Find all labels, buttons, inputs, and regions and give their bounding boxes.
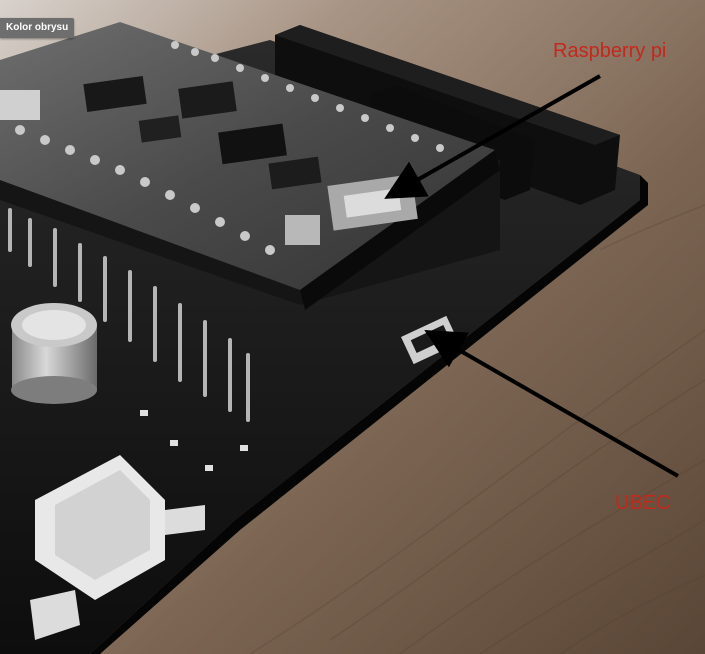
top-module [0, 22, 500, 310]
outline-color-tooltip: Kolor obrysu [0, 18, 75, 38]
ubec-label: UBEC [615, 492, 671, 514]
raspberry-pi-label: Raspberry pi [553, 40, 667, 62]
capacitor [11, 303, 97, 404]
raspberry-pi-arrow [384, 74, 601, 199]
long-pins [8, 208, 250, 422]
board-pads [140, 410, 248, 471]
white-connector [30, 455, 205, 640]
wood-grain [249, 204, 705, 654]
carrier-board-edge [90, 175, 648, 654]
ubec-arrow [424, 330, 679, 478]
module-pins [15, 41, 444, 255]
